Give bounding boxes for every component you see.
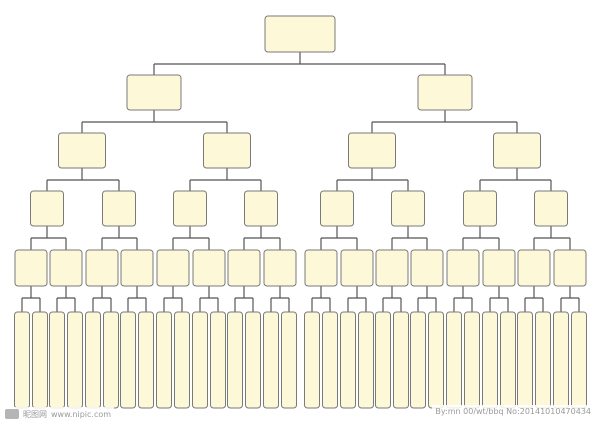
tree-node-leaf [85,311,101,409]
tree-node-leaf [375,311,391,409]
tree-node-level-5 [446,249,480,287]
tree-node-level-4 [102,190,136,227]
tree-node-level-5 [482,249,516,287]
tree-node-leaf [446,311,462,409]
tree-node-leaf [192,311,208,409]
tree-node-level-5 [304,249,338,287]
tree-node-leaf [358,311,374,409]
tree-node-leaf [322,311,338,409]
tree-node-level-5 [553,249,587,287]
tree-node-leaf [500,311,516,409]
tree-node-leaf [263,311,279,409]
tree-node-leaf [49,311,65,409]
tree-node-leaf [103,311,119,409]
tree-node-leaf [464,311,480,409]
tree-node-level-5 [85,249,119,287]
tree-node-leaf [340,311,356,409]
tree-node-leaf [281,311,297,409]
tree-node-leaf [410,311,426,409]
watermark-right: By:mn 00/wt/bbq No:20141010470434 [432,405,594,417]
tree-node-leaf [67,311,83,409]
tree-node-level-4 [534,190,568,227]
tree-node-level-5 [227,249,261,287]
tree-connectors [21,52,580,312]
tree-node-level-5 [120,249,154,287]
tree-node-leaf [174,311,190,409]
tree-node-level-4 [320,190,354,227]
tree-node-leaf [156,311,172,409]
tree-node-level-2 [126,74,182,111]
tree-node-leaf [245,311,261,409]
tree-node-leaf [120,311,136,409]
tree-node-level-5 [14,249,48,287]
tree-node-leaf [517,311,533,409]
tree-node-leaf [32,311,48,409]
watermark-url: www.nipic.com [51,409,112,419]
tree-node-level-5 [192,249,226,287]
tree-node-leaf [571,311,587,409]
tree-node-level-5 [410,249,444,287]
tree-node-leaf [138,311,154,409]
tree-node-level-4 [244,190,278,227]
tree-node-leaf [304,311,320,409]
tree-node-leaf [227,311,243,409]
tree-node-level-5 [49,249,83,287]
tree-node-leaf [210,311,226,409]
tree-node-level-3 [58,132,106,169]
tree-node-level-4 [173,190,207,227]
tree-node-level-4 [463,190,497,227]
tree-node-level-5 [156,249,190,287]
tree-node-level-2 [417,74,473,111]
tree-node-level-4 [30,190,64,227]
tree-node-leaf [393,311,409,409]
tree-node-level-5 [375,249,409,287]
tree-node-level-1 [264,15,336,53]
tree-node-level-5 [340,249,374,287]
tree-node-level-5 [517,249,551,287]
tree-node-level-3 [493,132,541,169]
tree-node-leaf [14,311,30,409]
tree-node-level-3 [348,132,396,169]
tree-node-leaf [553,311,569,409]
tree-node-level-4 [391,190,425,227]
tree-node-leaf [428,311,444,409]
tree-node-level-5 [263,249,297,287]
tree-node-level-3 [203,132,251,169]
tree-boxes [14,15,587,409]
watermark-logo-icon [5,409,19,419]
watermark-logo-text: 昵图网 [23,409,47,419]
watermark-left: 昵图网 www.nipic.com [2,407,115,421]
tree-node-leaf [535,311,551,409]
tree-node-leaf [482,311,498,409]
